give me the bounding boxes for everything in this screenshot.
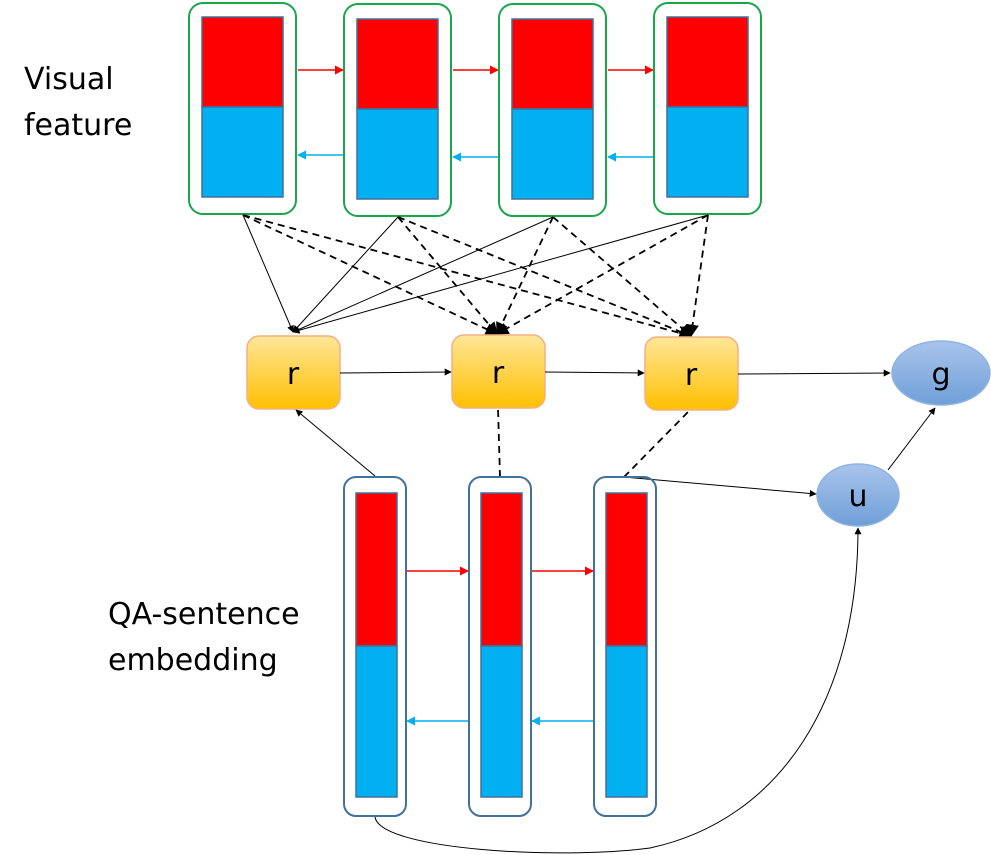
visual-feature-cell — [343, 3, 452, 217]
qa-to-u-arrow — [623, 476, 817, 497]
r-chain-arrow — [544, 369, 645, 377]
visual-feature-label-2: feature — [24, 108, 132, 143]
svg-text:g: g — [931, 357, 950, 392]
qa-sentence-cell — [343, 476, 407, 817]
r-chain-arrow — [339, 368, 452, 376]
r-to-g-arrow — [737, 369, 891, 377]
r-node-3: r — [644, 336, 739, 411]
qa-to-r1-arrow — [295, 409, 376, 477]
qa-sentence-cell — [468, 476, 532, 817]
qa-to-r2-dashed — [497, 407, 501, 478]
qa-sentence-cell — [593, 476, 657, 817]
attention-lines-solid — [242, 214, 709, 334]
u-to-g-arrow — [887, 407, 936, 471]
svg-text:r: r — [287, 357, 300, 392]
u-node: u — [816, 463, 900, 527]
svg-text:r: r — [492, 356, 505, 391]
svg-text:u: u — [848, 479, 867, 514]
attention-lines-dashed — [242, 214, 709, 340]
visual-feature-cell — [653, 2, 762, 215]
visual-feature-cell — [188, 2, 297, 215]
qa-curve-to-u — [374, 527, 862, 854]
r-node-1: r — [246, 335, 341, 410]
qa-embedding-label-2: embedding — [108, 643, 278, 678]
qa-embedding-label: QA-sentence — [108, 597, 300, 632]
visual-feature-label: Visual — [24, 62, 114, 97]
visual-feature-cell — [498, 3, 607, 217]
g-node: g — [891, 340, 991, 406]
qa-to-r3-dashed — [623, 409, 691, 478]
r-node-2: r — [451, 334, 546, 409]
svg-text:r: r — [685, 358, 698, 393]
